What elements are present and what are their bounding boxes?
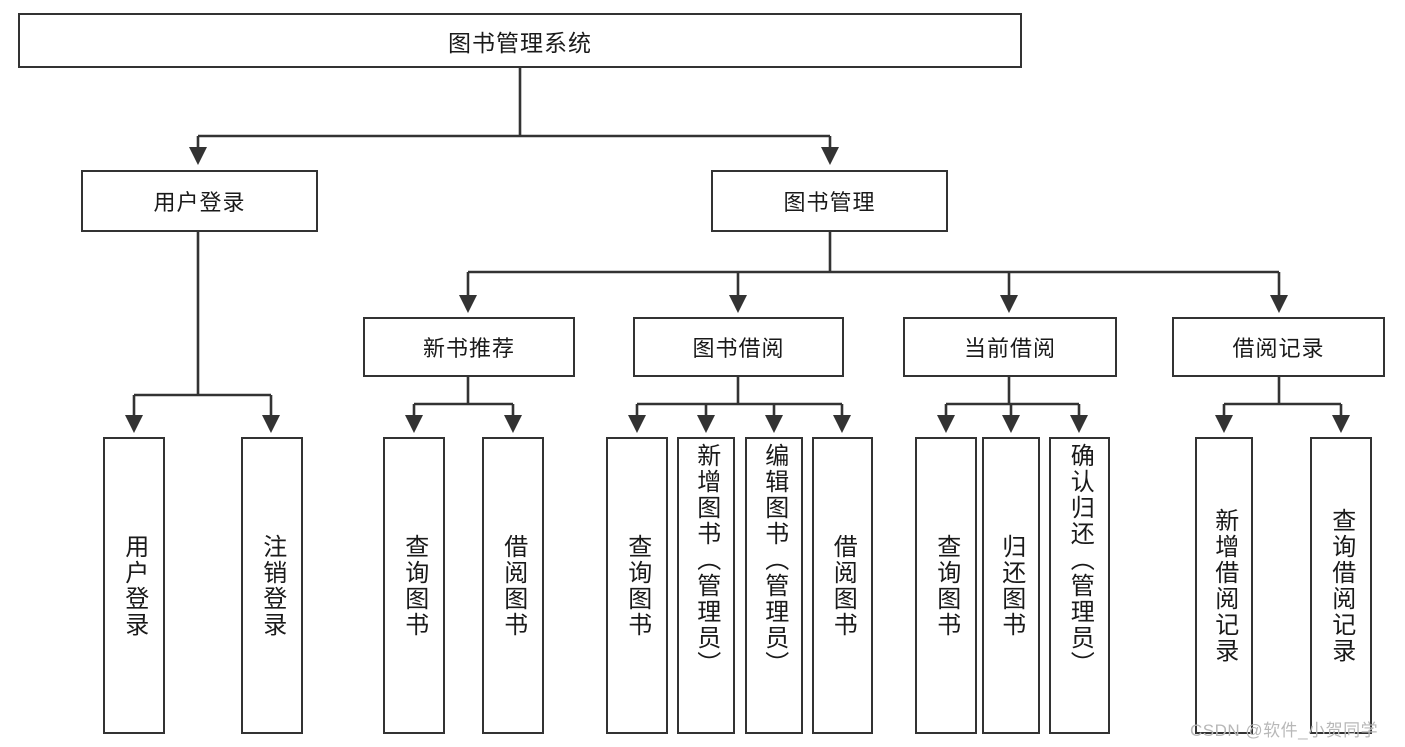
leaf-record-query-record[interactable]: 查询借阅记录 — [1310, 437, 1372, 734]
leaf-current-query-book[interactable]: 查询图书 — [915, 437, 977, 734]
leaf-user-login-logout[interactable]: 注销登录 — [241, 437, 303, 734]
leaf-recommend-query-book[interactable]: 查询图书 — [383, 437, 445, 734]
node-new-book-recommend[interactable]: 新书推荐 — [363, 317, 575, 377]
leaf-borrow-borrow-book[interactable]: 借阅图书 — [812, 437, 873, 734]
leaf-record-add-record[interactable]: 新增借阅记录 — [1195, 437, 1253, 734]
node-root-system[interactable]: 图书管理系统 — [18, 13, 1022, 68]
leaf-user-login-login[interactable]: 用户登录 — [103, 437, 165, 734]
leaf-current-return-book[interactable]: 归还图书 — [982, 437, 1040, 734]
leaf-recommend-borrow-book[interactable]: 借阅图书 — [482, 437, 544, 734]
node-current-borrow[interactable]: 当前借阅 — [903, 317, 1117, 377]
node-user-login[interactable]: 用户登录 — [81, 170, 318, 232]
node-book-borrow[interactable]: 图书借阅 — [633, 317, 844, 377]
leaf-current-confirm-return-admin[interactable]: 确认归还（管理员） — [1049, 437, 1110, 734]
node-borrow-record[interactable]: 借阅记录 — [1172, 317, 1385, 377]
csdn-watermark: CSDN @软件_小贺同学 — [1190, 721, 1379, 740]
leaf-borrow-query-book[interactable]: 查询图书 — [606, 437, 668, 734]
node-book-management[interactable]: 图书管理 — [711, 170, 948, 232]
leaf-borrow-edit-book-admin[interactable]: 编辑图书（管理员） — [745, 437, 803, 734]
leaf-borrow-add-book-admin[interactable]: 新增图书（管理员） — [677, 437, 735, 734]
